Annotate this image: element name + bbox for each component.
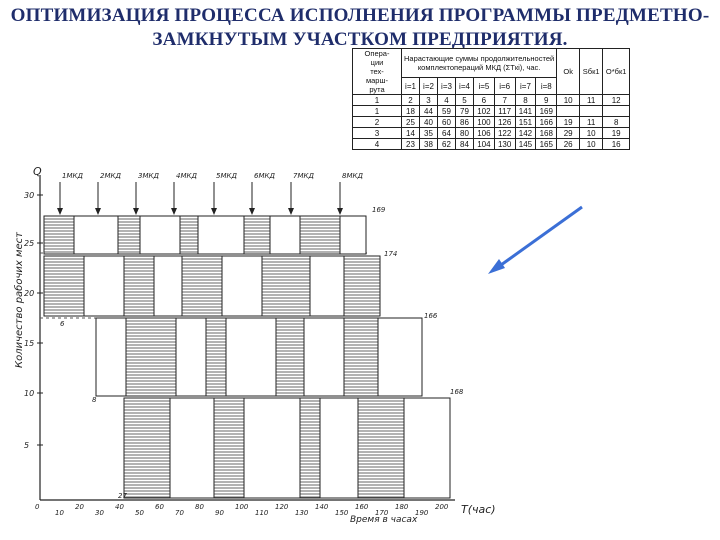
band-box	[83, 255, 125, 317]
x-tick-label: 50	[135, 509, 144, 517]
table-cell: 16	[602, 138, 631, 150]
table-cell: 38	[419, 138, 438, 150]
x-tick-label: 180	[395, 503, 409, 511]
mkd-arrow-head-icon	[288, 208, 294, 215]
x-tick-label: 170	[375, 509, 389, 517]
column-number: 12	[602, 94, 631, 106]
band-start-label: 27	[118, 492, 127, 500]
numbering-row: 1 2 3 4 5 6 7 8 9 10 11 12	[352, 94, 631, 106]
y-axis-symbol: Q	[33, 165, 42, 178]
table-cell: 165	[535, 138, 558, 150]
band-end-label: 168	[450, 388, 464, 396]
band-box	[225, 317, 277, 397]
arrow-head-icon	[488, 259, 505, 274]
band-end-label: 174	[384, 250, 397, 258]
x-tick-label: 100	[235, 503, 249, 511]
band-box	[403, 397, 451, 499]
x-axis-symbol: T(час)	[461, 503, 496, 516]
mkd-label: 1МКД	[62, 172, 83, 180]
i-label-row: i=1 i=2 i=3 i=4 i=5 i=6 i=7 i=8	[353, 77, 630, 95]
x-tick-label: 80	[195, 503, 204, 511]
band-box	[319, 397, 359, 499]
y-tick-label: 15	[24, 339, 34, 348]
slide-title-line-1: ОПТИМИЗАЦИЯ ПРОЦЕССА ИСПОЛНЕНИЯ ПРОГРАММ…	[10, 5, 710, 26]
x-tick-label: 150	[335, 509, 349, 517]
band-box	[95, 317, 127, 397]
x-tick-label: 120	[275, 503, 289, 511]
y-tick-label: 10	[24, 389, 34, 398]
col-header-s: Sбк1	[579, 48, 604, 95]
table-cell: 130	[493, 138, 516, 150]
x-tick-label: 30	[95, 509, 104, 517]
mkd-label: 8МКД	[342, 172, 363, 180]
mkd-label: 6МКД	[254, 172, 275, 180]
x-tick-label: 200	[435, 503, 449, 511]
band-box	[303, 317, 345, 397]
band-box	[221, 255, 263, 317]
table-cell: 84	[455, 138, 474, 150]
band-start-label: 8	[92, 396, 97, 404]
x-axis-label: Время в часах	[350, 515, 418, 525]
mkd-label: 7МКД	[293, 172, 314, 180]
y-tick-label: 25	[24, 239, 34, 248]
band-box	[339, 215, 367, 255]
band-start-label: 6	[60, 320, 65, 328]
band-box	[357, 397, 405, 499]
band-box	[197, 215, 245, 255]
band-box	[73, 215, 119, 255]
mkd-arrow-head-icon	[133, 208, 139, 215]
y-axis-label: Количество рабочих мест	[13, 231, 25, 368]
x-tick-label: 110	[255, 509, 269, 517]
mkd-arrow-head-icon	[57, 208, 63, 215]
x-tick-label: 140	[315, 503, 329, 511]
x-tick-label: 160	[355, 503, 369, 511]
y-tick-label: 20	[24, 289, 34, 298]
band-box	[213, 397, 245, 499]
band-box	[123, 397, 171, 499]
mkd-label: 4МКД	[176, 172, 197, 180]
mkd-arrow-head-icon	[337, 208, 343, 215]
band-box	[309, 255, 345, 317]
x-tick-label: 130	[295, 509, 309, 517]
x-tick-label: 90	[215, 509, 224, 517]
y-tick-label: 5	[24, 441, 29, 450]
mkd-arrow-head-icon	[95, 208, 101, 215]
mkd-label: 3МКД	[138, 172, 159, 180]
x-tick-label: 40	[115, 503, 124, 511]
slide-title: ОПТИМИЗАЦИЯ ПРОЦЕССА ИСПОЛНЕНИЯ ПРОГРАММ…	[0, 4, 720, 52]
band-end-label: 169	[372, 206, 386, 214]
x-tick-label: 190	[415, 509, 429, 517]
band-box	[153, 255, 183, 317]
mkd-label: 5МКД	[216, 172, 237, 180]
band-box	[269, 215, 301, 255]
mkd-arrow-head-icon	[211, 208, 217, 215]
arrow-shaft	[493, 205, 583, 272]
band-box	[139, 215, 181, 255]
mkd-arrow-head-icon	[171, 208, 177, 215]
x-tick-label: 0	[35, 503, 40, 511]
mkd-label: 2МКД	[100, 172, 121, 180]
band-box	[169, 397, 215, 499]
band-box	[243, 397, 301, 499]
pointer-arrow	[488, 205, 583, 274]
band-end-label: 166	[424, 312, 438, 320]
x-tick-label: 70	[175, 509, 184, 517]
x-tick-label: 60	[155, 503, 164, 511]
x-tick-label: 20	[75, 503, 84, 511]
mkd-arrow-head-icon	[249, 208, 255, 215]
band-box	[377, 317, 423, 397]
x-tick-label: 10	[55, 509, 64, 517]
band-box	[175, 317, 207, 397]
y-tick-label: 30	[24, 191, 34, 200]
slide-title-line-2: ЗАМКНУТЫМ УЧАСТКОМ ПРЕДПРИЯТИЯ.	[152, 29, 568, 50]
